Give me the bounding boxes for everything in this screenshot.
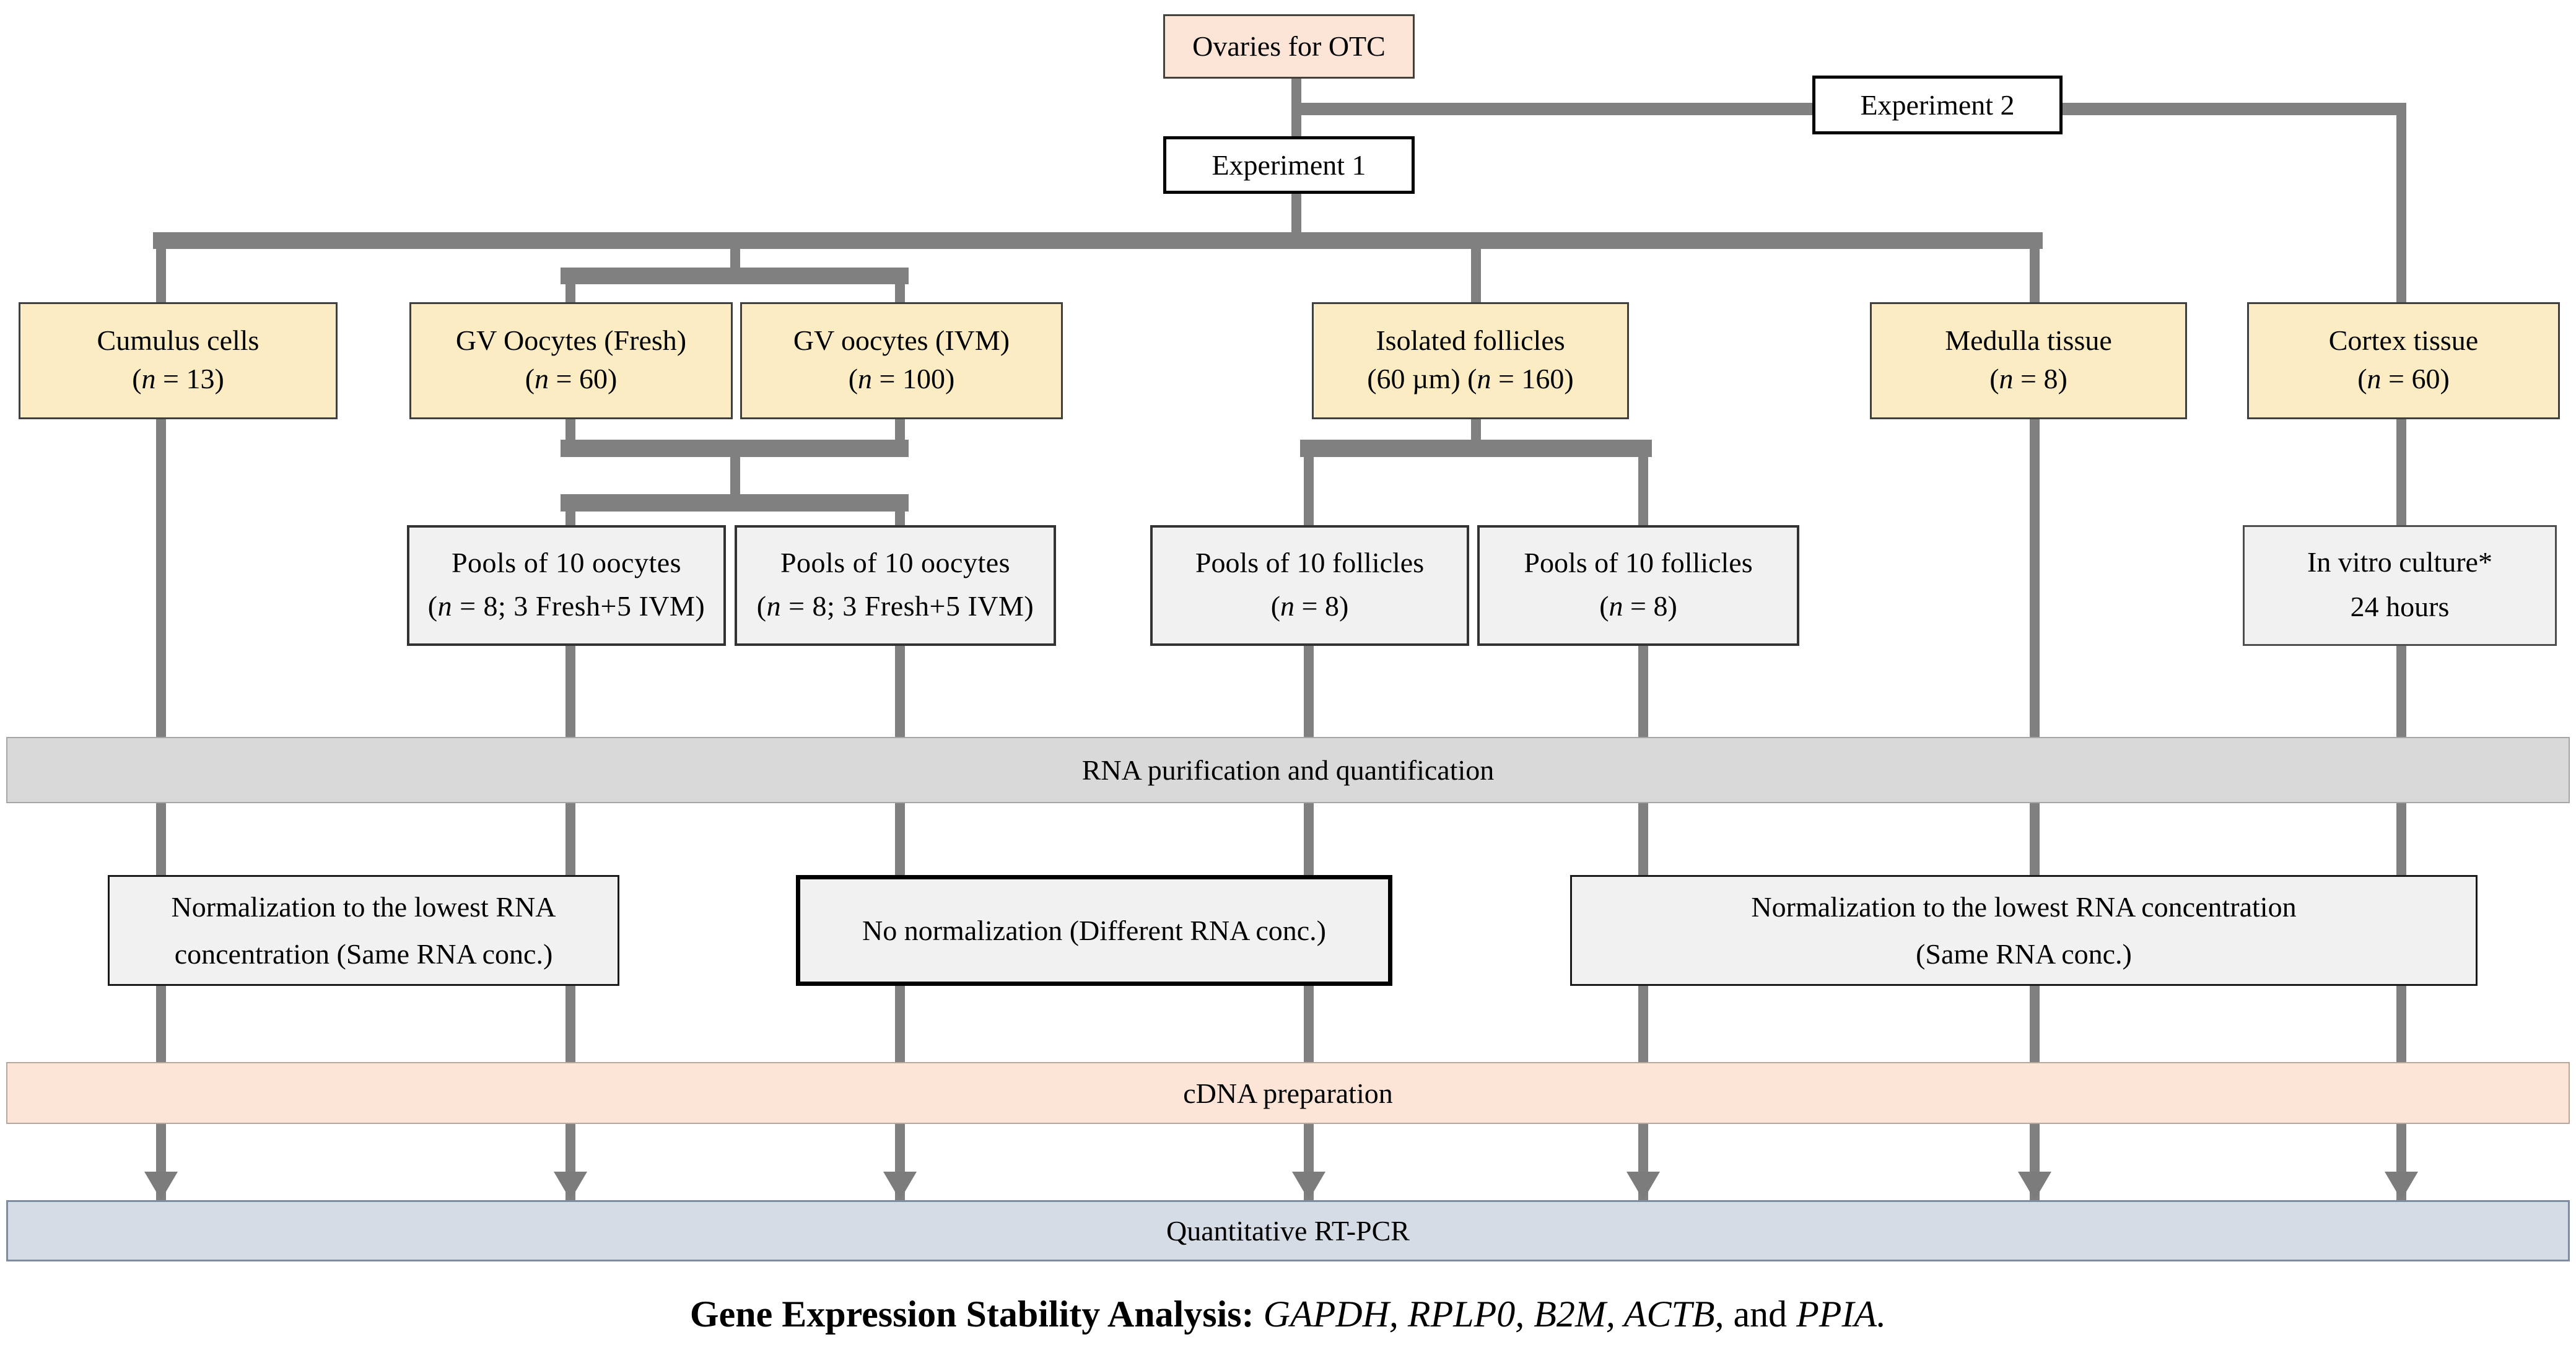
node-label: Experiment 2 xyxy=(1860,89,2015,121)
connector xyxy=(561,494,909,512)
node-title: Pools of 10 oocytes xyxy=(780,547,1011,578)
node-label: Ovaries for OTC xyxy=(1192,30,1386,63)
connector xyxy=(156,419,166,1200)
down-arrow-icon xyxy=(2018,1172,2051,1200)
connector xyxy=(895,283,905,303)
node-count: (n = 60) xyxy=(525,362,618,394)
node-gv-oocytes-ivm: GV oocytes (IVM) (n = 100) xyxy=(740,302,1063,419)
bar-quantitative-rt-pcr: Quantitative RT-PCR xyxy=(6,1200,2570,1261)
node-text-line1: Normalization to the lowest RNA concentr… xyxy=(1751,891,2297,923)
node-title: Cumulus cells xyxy=(97,324,260,356)
node-no-normalization: No normalization (Different RNA conc.) xyxy=(796,875,1392,986)
node-title: Pools of 10 follicles xyxy=(1524,547,1753,578)
connector xyxy=(2396,419,2406,526)
down-arrow-icon xyxy=(1292,1172,1325,1200)
node-normalization-left: Normalization to the lowest RNA concentr… xyxy=(108,875,619,986)
node-experiment-1: Experiment 1 xyxy=(1163,136,1415,194)
node-count: (n = 8) xyxy=(1599,590,1677,622)
node-text-line2: concentration (Same RNA conc.) xyxy=(174,938,553,970)
connector xyxy=(561,268,909,284)
caption-genes-1: GAPDH, RPLP0, B2M, ACTB, xyxy=(1254,1294,1734,1335)
down-arrow-icon xyxy=(1626,1172,1660,1200)
connector xyxy=(156,248,166,303)
down-arrow-icon xyxy=(883,1172,917,1200)
node-count: (n = 8) xyxy=(1270,590,1349,622)
bar-label: cDNA preparation xyxy=(1183,1077,1393,1109)
caption-bold-text: Gene Expression Stability Analysis: xyxy=(689,1294,1254,1335)
connector xyxy=(730,248,740,269)
node-count: (n = 100) xyxy=(848,362,955,394)
node-text-line2: (Same RNA conc.) xyxy=(1916,938,2132,970)
node-normalization-right: Normalization to the lowest RNA concentr… xyxy=(1570,875,2478,986)
node-pools-follicles-1: Pools of 10 follicles (n = 8) xyxy=(1150,525,1469,646)
node-gv-oocytes-fresh: GV Oocytes (Fresh) (n = 60) xyxy=(409,302,733,419)
node-pools-oocytes-2: Pools of 10 oocytes (n = 8; 3 Fresh+5 IV… xyxy=(735,525,1056,646)
node-text: No normalization (Different RNA conc.) xyxy=(862,914,1326,946)
connector xyxy=(730,456,740,495)
connector xyxy=(565,283,575,303)
connector xyxy=(2396,103,2406,302)
node-in-vitro-culture: In vitro culture* 24 hours xyxy=(2243,525,2557,646)
node-title: GV oocytes (IVM) xyxy=(793,324,1010,356)
node-cortex-tissue: Cortex tissue (n = 60) xyxy=(2247,302,2560,419)
bar-label: Quantitative RT-PCR xyxy=(1166,1215,1410,1247)
node-title: Cortex tissue xyxy=(2328,324,2479,356)
caption-gene-stability: Gene Expression Stability Analysis: GAPD… xyxy=(0,1293,2576,1336)
node-cumulus-cells: Cumulus cells (n = 13) xyxy=(19,302,338,419)
connector xyxy=(561,440,909,457)
connector xyxy=(1471,419,1481,441)
down-arrow-icon xyxy=(144,1172,178,1200)
node-title: Isolated follicles xyxy=(1376,324,1565,356)
node-label: Experiment 1 xyxy=(1212,149,1366,181)
connector xyxy=(1638,456,1648,526)
connector xyxy=(2030,248,2040,303)
connector xyxy=(1291,194,1301,233)
node-title: Pools of 10 follicles xyxy=(1195,547,1425,578)
down-arrow-icon xyxy=(2385,1172,2418,1200)
node-pools-oocytes-1: Pools of 10 oocytes (n = 8; 3 Fresh+5 IV… xyxy=(407,525,726,646)
connector xyxy=(1304,456,1314,526)
node-duration: 24 hours xyxy=(2350,590,2450,622)
node-title: GV Oocytes (Fresh) xyxy=(455,324,687,356)
node-title: In vitro culture* xyxy=(2307,546,2492,578)
node-experiment-2: Experiment 2 xyxy=(1812,76,2063,134)
node-count: (n = 60) xyxy=(2357,362,2450,394)
connector xyxy=(565,510,575,526)
connector xyxy=(153,232,2043,249)
bar-cdna-preparation: cDNA preparation xyxy=(6,1062,2570,1124)
node-count: (n = 8; 3 Fresh+5 IVM) xyxy=(756,590,1034,622)
node-text-line1: Normalization to the lowest RNA xyxy=(171,891,556,923)
caption-and: and xyxy=(1733,1294,1797,1335)
node-title: Medulla tissue xyxy=(1945,324,2112,356)
connector xyxy=(895,510,905,526)
down-arrow-icon xyxy=(554,1172,587,1200)
bar-rna-purification: RNA purification and quantification xyxy=(6,737,2570,803)
node-ovaries-for-otc: Ovaries for OTC xyxy=(1163,14,1415,79)
connector xyxy=(565,419,575,441)
connector xyxy=(2030,419,2040,1200)
node-pools-follicles-2: Pools of 10 follicles (n = 8) xyxy=(1477,525,1799,646)
connector xyxy=(895,419,905,441)
node-count: (60 µm) (n = 160) xyxy=(1367,362,1574,394)
node-title: Pools of 10 oocytes xyxy=(451,547,682,578)
node-medulla-tissue: Medulla tissue (n = 8) xyxy=(1870,302,2187,419)
node-count: (n = 13) xyxy=(132,362,224,394)
node-count: (n = 8; 3 Fresh+5 IVM) xyxy=(427,590,705,622)
node-count: (n = 8) xyxy=(1989,362,2067,394)
connector xyxy=(1471,248,1481,303)
node-isolated-follicles: Isolated follicles (60 µm) (n = 160) xyxy=(1312,302,1629,419)
bar-label: RNA purification and quantification xyxy=(1081,754,1495,786)
caption-genes-2: PPIA. xyxy=(1796,1294,1887,1335)
connector xyxy=(1300,440,1652,457)
